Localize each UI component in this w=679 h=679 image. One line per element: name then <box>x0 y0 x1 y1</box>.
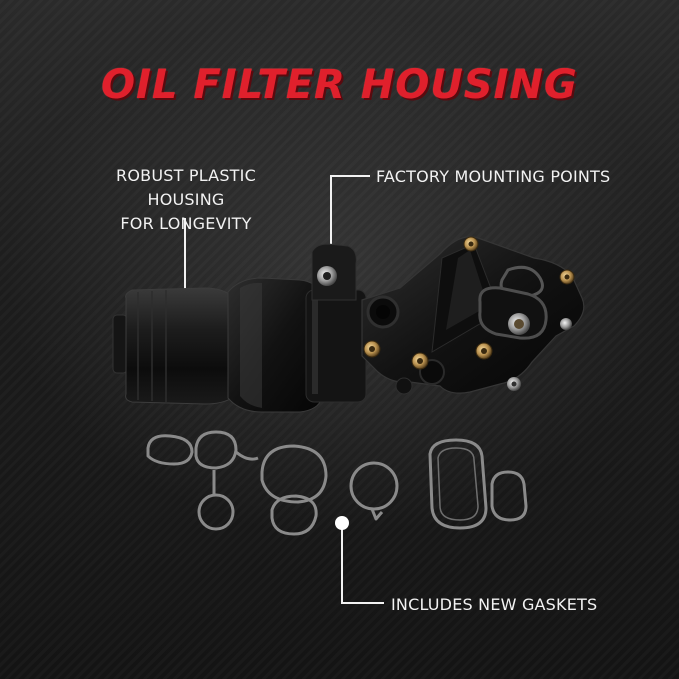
callout-gaskets: INCLUDES NEW GASKETS <box>391 595 598 614</box>
callout-leader-mounting <box>330 175 370 253</box>
callout-housing-line1: ROBUST PLASTIC HOUSING <box>116 166 256 209</box>
brass-inserts <box>363 236 575 391</box>
gasket-set <box>146 430 528 536</box>
filter-housing <box>112 236 585 413</box>
page-title: OIL FILTER HOUSING <box>101 62 578 108</box>
callout-mounting-points: FACTORY MOUNTING POINTS <box>376 167 611 186</box>
callout-dot-gaskets <box>335 516 349 530</box>
callout-leader-gaskets <box>341 523 384 604</box>
